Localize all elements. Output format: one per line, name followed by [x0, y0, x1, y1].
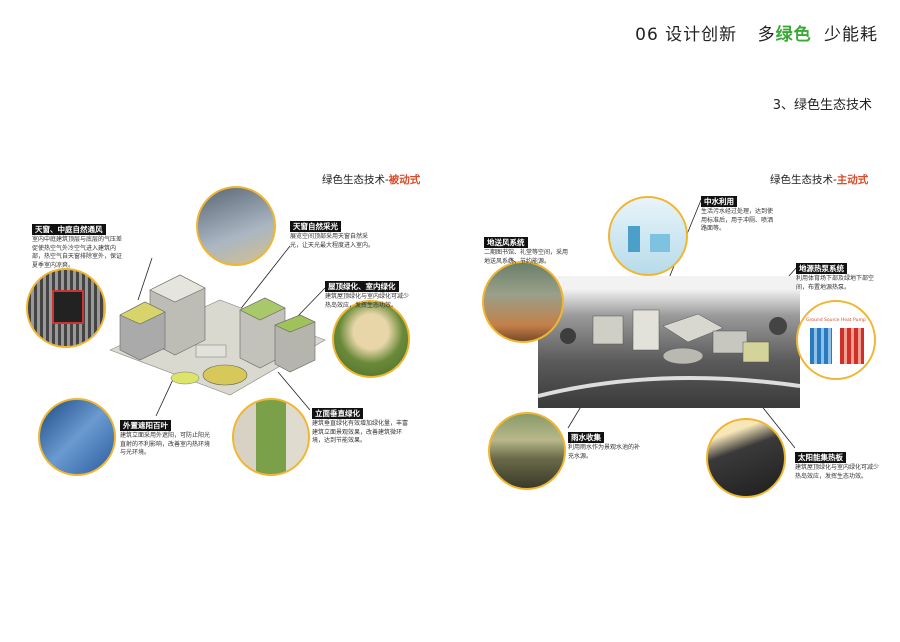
label: 雨水收集 — [568, 432, 604, 443]
description: 建筑屋顶绿化与室内绿化可减少热岛效应，发挥生态功效。 — [325, 293, 410, 309]
header-green: 绿色 — [775, 25, 812, 45]
skylight-photo — [196, 186, 276, 266]
page-header: 06 设计创新 多绿色 少能耗 — [635, 20, 878, 45]
description: 利用体育场下部及绿地下部空间，布置地源热泵。 — [796, 275, 875, 291]
cold-loop-icon — [810, 328, 832, 364]
passive-item-ventilation: 天窗、中庭自然通风 室内中庭建筑顶层与底层的气压差促使热空气外冷空气进入建筑内部… — [32, 217, 127, 270]
passive-item-skylight: 天窗自然采光 展览空间顶部采用天窗自然采光，让天光最大程度进入室内。 — [290, 214, 378, 250]
description: 生活污水经过处理，达到使用标准后，用于冲厕、喷洒路面等。 — [701, 208, 774, 232]
passive-campus-axonometric — [100, 230, 330, 400]
label: 屋顶绿化、室内绿化 — [325, 281, 399, 292]
ventilation-diagram-inset — [52, 290, 84, 324]
active-title: 绿色生态技术-主动式 — [770, 172, 868, 187]
description: 室内中庭建筑顶层与底层的气压差促使热空气外冷空气进入建筑内部，热空气自天窗排除室… — [32, 236, 123, 269]
floor-air-supply-photo — [482, 261, 564, 343]
description: 建筑垂直绿化有效增加绿化量，丰富建筑立面景观效果，改善建筑微环境，达到节能效果。 — [312, 420, 409, 444]
active-title-prefix: 绿色生态技术- — [770, 174, 837, 186]
water-tank-icon — [650, 234, 670, 252]
solar-collector-photo — [706, 418, 786, 498]
label: 太阳能集热板 — [795, 452, 846, 463]
vertical-greening-photo — [232, 398, 310, 476]
header-prefix: 06 设计创新 — [635, 25, 738, 45]
active-item-rainwater: 雨水收集 利用雨水作为景观水池的补充水源。 — [568, 425, 642, 461]
rainwater-collection-photo — [488, 412, 566, 490]
label: 天窗、中庭自然通风 — [32, 224, 106, 235]
passive-item-shading: 外置遮阳百叶 建筑立面采用外遮阳，可防止阳光直射的不利影响，改善室内热环境与光环… — [120, 413, 212, 458]
passive-title-prefix: 绿色生态技术- — [322, 174, 389, 186]
shading-louver-photo — [38, 398, 116, 476]
active-item-floor-air: 地送风系统 二期图书馆、礼堂等空间，采用地送风系统，节约能源。 — [484, 230, 572, 266]
atrium-ventilation-photo — [26, 268, 106, 348]
ground-source-heat-pump-diagram: Ground Source Heat Pump — [796, 300, 876, 380]
label: 中水利用 — [701, 196, 737, 207]
header-suffix: 少能耗 — [824, 25, 878, 45]
active-item-solar: 太阳能集热板 建筑屋顶绿化与室内绿化可减少热岛效应，发挥生态功效。 — [795, 445, 879, 481]
label: 外置遮阳百叶 — [120, 420, 171, 431]
label: 地源热泵系统 — [796, 263, 847, 274]
passive-title: 绿色生态技术-被动式 — [322, 172, 420, 187]
label: 天窗自然采光 — [290, 221, 341, 232]
active-item-reclaimed-water: 中水利用 生活污水经过处理，达到使用标准后，用于冲厕、喷洒路面等。 — [701, 189, 777, 234]
description: 展览空间顶部采用天窗自然采光，让天光最大程度进入室内。 — [290, 233, 375, 249]
roof-greening-photo — [332, 300, 410, 378]
active-item-heat-pump: 地源热泵系统 利用体育场下部及绿地下部空间，布置地源热泵。 — [796, 256, 878, 292]
passive-title-accent: 被动式 — [388, 174, 421, 186]
active-title-accent: 主动式 — [836, 174, 869, 186]
description: 二期图书馆、礼堂等空间，采用地送风系统，节约能源。 — [484, 249, 569, 265]
hot-loop-icon — [840, 328, 864, 364]
reclaimed-water-diagram — [608, 196, 688, 276]
description: 建筑屋顶绿化与室内绿化可减少热岛效应，发挥生态功效。 — [795, 464, 880, 480]
water-tank-icon — [628, 226, 640, 252]
label: 地送风系统 — [484, 237, 528, 248]
section-title: 3、绿色生态技术 — [772, 98, 872, 113]
description: 利用雨水作为景观水池的补充水源。 — [568, 444, 641, 460]
passive-item-vertical-greening: 立面垂直绿化 建筑垂直绿化有效增加绿化量，丰富建筑立面景观效果，改善建筑微环境，… — [312, 401, 408, 446]
description: 建筑立面采用外遮阳，可防止阳光直射的不利影响，改善室内热环境与光环境。 — [120, 432, 211, 456]
label: 立面垂直绿化 — [312, 408, 363, 419]
heat-pump-diagram-title: Ground Source Heat Pump — [806, 318, 866, 323]
passive-item-roof-greening: 屋顶绿化、室内绿化 建筑屋顶绿化与室内绿化可减少热岛效应，发挥生态功效。 — [325, 274, 411, 310]
campus-aerial-photo — [538, 276, 800, 408]
header-mid-pre: 多 — [757, 25, 776, 45]
